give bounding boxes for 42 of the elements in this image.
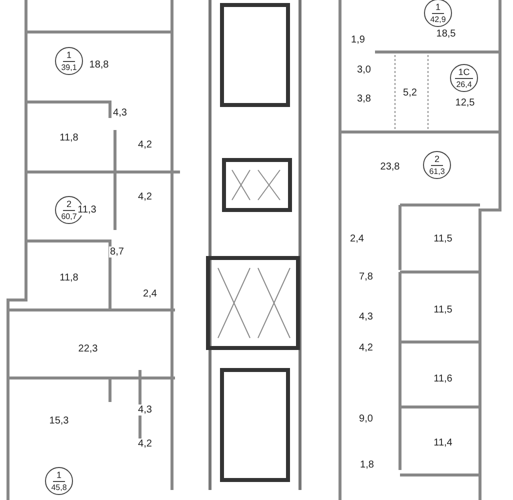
room-area: 4,2 bbox=[358, 342, 374, 354]
room-area: 11,6 bbox=[432, 374, 454, 384]
room-count: 2 bbox=[63, 198, 74, 210]
room-area: 3,8 bbox=[356, 94, 372, 104]
room-count: 1 bbox=[63, 50, 74, 62]
room-area: 2,4 bbox=[349, 234, 365, 244]
room-area: 23,8 bbox=[379, 162, 401, 172]
room-area: 22,3 bbox=[77, 344, 99, 354]
apartment-area: 61,3 bbox=[429, 166, 445, 176]
apartment-area: 60,7 bbox=[61, 210, 77, 222]
room-area: 11,4 bbox=[432, 438, 454, 448]
apartment-area: 39,1 bbox=[61, 62, 77, 72]
room-area: 11,8 bbox=[58, 272, 80, 284]
room-area: 4,3 bbox=[112, 108, 128, 118]
room-area: 12,5 bbox=[454, 98, 476, 108]
room-area: 2,4 bbox=[142, 288, 158, 300]
room-count: 2 bbox=[431, 154, 442, 166]
apartment-area: 45,8 bbox=[51, 482, 67, 492]
room-area: 11,8 bbox=[58, 132, 80, 144]
room-area: 4,3 bbox=[137, 404, 153, 416]
room-area: 11,3 bbox=[76, 204, 98, 216]
room-area: 5,2 bbox=[402, 88, 418, 98]
room-area: 4,2 bbox=[137, 438, 153, 450]
apartment-area: 26,4 bbox=[456, 78, 472, 90]
room-area: 1,8 bbox=[359, 460, 375, 470]
apartment-area: 42,9 bbox=[430, 14, 446, 24]
room-area: 4,2 bbox=[137, 140, 153, 150]
room-count: 1 bbox=[53, 470, 64, 482]
room-area: 15,3 bbox=[48, 416, 70, 426]
room-count: 1C bbox=[455, 66, 473, 78]
room-area: 9,0 bbox=[358, 414, 374, 424]
room-area: 4,2 bbox=[137, 192, 153, 202]
room-area: 11,5 bbox=[432, 304, 454, 316]
room-area: 18,8 bbox=[88, 60, 110, 70]
room-area: 11,5 bbox=[432, 234, 454, 244]
room-count: 1 bbox=[432, 2, 444, 14]
room-area: 8,7 bbox=[109, 246, 125, 258]
room-area: 1,9 bbox=[350, 34, 366, 46]
room-area: 3,0 bbox=[356, 64, 372, 76]
room-area: 18,5 bbox=[435, 28, 457, 40]
room-area: 4,3 bbox=[358, 312, 374, 322]
room-area: 7,8 bbox=[358, 272, 374, 282]
